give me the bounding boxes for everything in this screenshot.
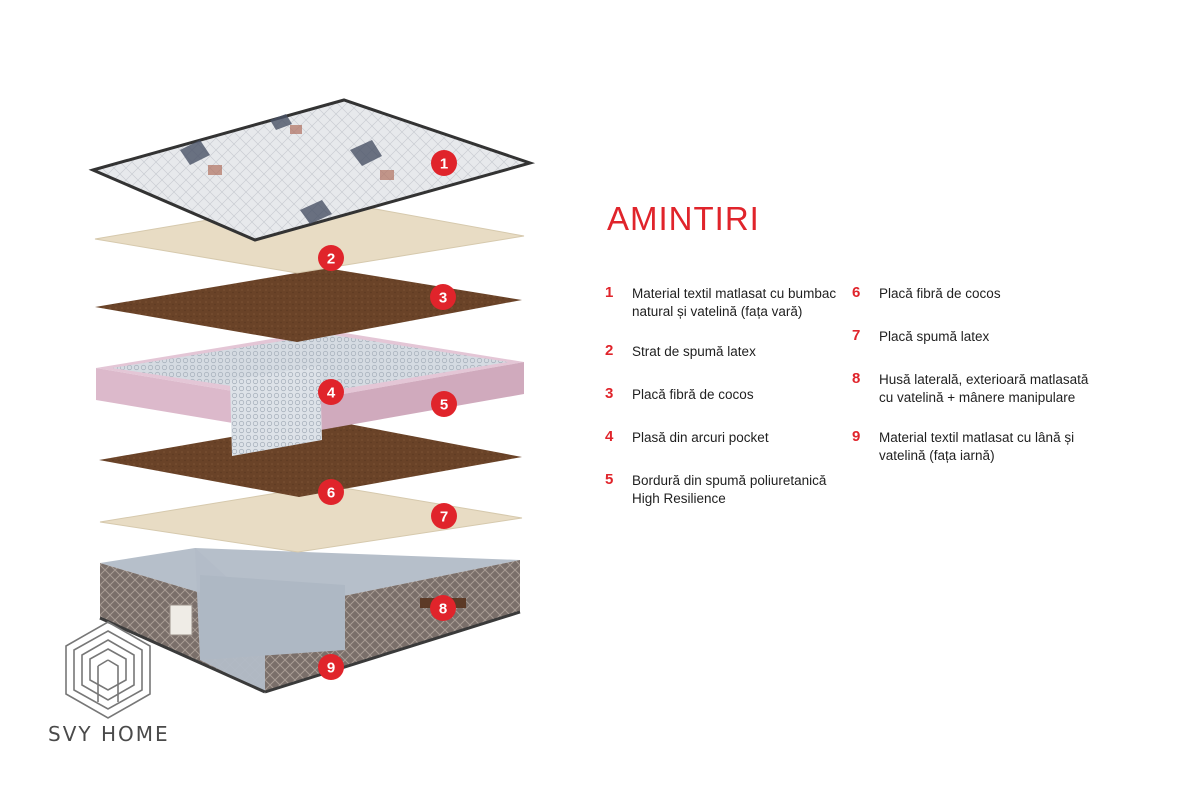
legend-text: Husă laterală, exterioară matlasată cu v… [879,372,1089,405]
legend-item-3: 3 Placă fibră de cocos [605,385,845,404]
layer-3-coconut [95,268,522,342]
legend-item-8: 8 Husă laterală, exterioară matlasată cu… [852,370,1092,407]
layer-1-cover [88,98,536,242]
legend-right-column: 6 Placă fibră de cocos 7 Placă spumă lat… [852,284,1092,465]
mattress-layers-illustration: 1 2 3 4 5 6 7 8 [65,98,536,719]
legend-number: 8 [852,370,861,387]
badge-2: 2 [318,245,344,271]
layer-4-5-springs [96,330,524,456]
svg-text:8: 8 [439,601,447,618]
legend-text: Placă spumă latex [879,329,990,344]
legend-item-6: 6 Placă fibră de cocos [852,284,1092,303]
badge-6: 6 [318,479,344,505]
svg-text:3: 3 [439,290,447,307]
badge-1: 1 [431,150,457,176]
legend-number: 7 [852,327,861,344]
legend-text: Placă fibră de cocos [632,387,754,402]
badge-8: 8 [430,595,456,621]
legend-number: 3 [605,385,614,402]
legend-number: 1 [605,284,614,301]
layer-9-base [99,548,521,694]
legend-text: Material textil matlasat cu lână și vate… [879,430,1075,463]
svg-text:1: 1 [440,156,448,173]
brand-logo-icon [65,621,151,719]
legend-left-column: 1 Material textil matlasat cu bumbac nat… [605,284,845,508]
legend-text: Strat de spumă latex [632,344,756,359]
svg-text:6: 6 [327,485,335,502]
svg-text:9: 9 [327,660,335,677]
svg-text:4: 4 [327,385,336,402]
legend-item-7: 7 Placă spumă latex [852,327,1092,346]
legend-text: Placă fibră de cocos [879,286,1001,301]
legend-text: Bordură din spumă poliuretanică High Res… [632,473,827,506]
svg-text:2: 2 [327,251,335,268]
legend-number: 4 [605,428,614,445]
legend-text: Material textil matlasat cu bumbac natur… [632,286,837,319]
legend-item-2: 2 Strat de spumă latex [605,342,845,361]
legend-item-1: 1 Material textil matlasat cu bumbac nat… [605,284,845,321]
badge-5: 5 [431,391,457,417]
legend-item-4: 4 Plasă din arcuri pocket [605,428,845,447]
svg-text:5: 5 [440,397,448,414]
layer-6-coconut [99,420,522,497]
badge-7: 7 [431,503,457,529]
product-title: AMINTIRI [607,200,760,237]
legend-item-5: 5 Bordură din spumă poliuretanică High R… [605,471,845,508]
svg-text:7: 7 [440,509,448,526]
brand-name: SVY HOME [48,722,170,746]
legend-item-9: 9 Material textil matlasat cu lână și va… [852,428,1092,465]
legend-number: 5 [605,471,614,488]
legend-number: 6 [852,284,861,301]
badge-3: 3 [430,284,456,310]
badge-9: 9 [318,654,344,680]
legend-text: Plasă din arcuri pocket [632,430,769,445]
layer-7-latex [99,484,523,553]
handle-icon [169,604,193,636]
badge-4: 4 [318,379,344,405]
legend-number: 9 [852,428,861,445]
legend-number: 2 [605,342,614,359]
